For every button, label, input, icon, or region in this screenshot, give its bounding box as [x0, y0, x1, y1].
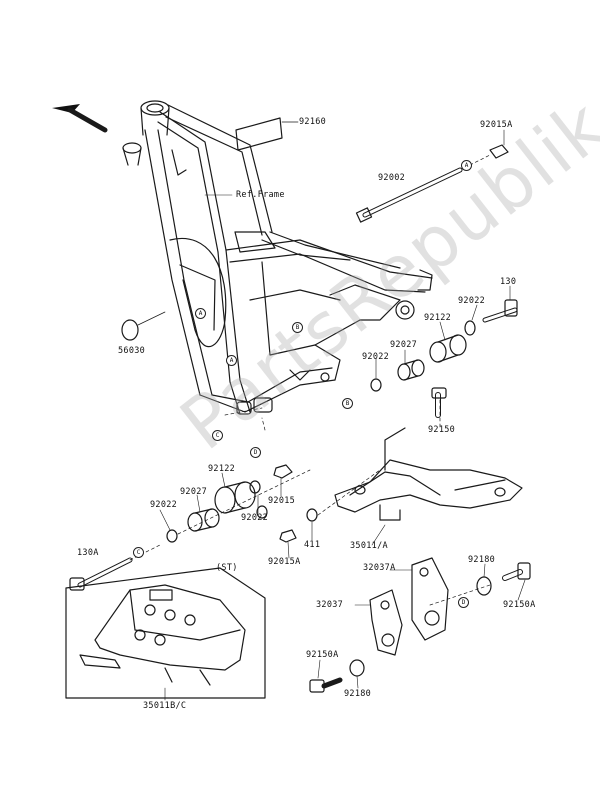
part-label-92022: 92022 — [458, 296, 486, 306]
part-label-92122: 92122 — [424, 313, 452, 323]
ref-marker-a: A — [195, 308, 206, 319]
ref-marker-d: D — [250, 447, 261, 458]
part-label-35011bc: 35011B/C — [143, 701, 187, 711]
bolt-92150-part — [431, 387, 447, 418]
ref-marker-c: C — [212, 430, 223, 441]
part-label-32037: 32037 — [316, 600, 344, 610]
washer-part — [464, 320, 476, 336]
washer-part — [349, 659, 365, 677]
part-label-92015a: 92015A — [268, 557, 301, 567]
washer-part — [166, 529, 178, 543]
washer-part — [249, 480, 261, 494]
washer-part — [476, 576, 492, 596]
part-label-92180: 92180 — [468, 555, 496, 565]
leader-lines — [177, 399, 491, 606]
part-label-92022: 92022 — [150, 500, 178, 510]
label-leaders — [159, 129, 526, 701]
bolt-92150a-part — [502, 562, 531, 581]
washer-part — [370, 378, 382, 392]
grommet-part — [121, 319, 139, 341]
part-label-35011a: 35011/A — [350, 541, 388, 551]
label-plate-part — [235, 117, 283, 151]
nut-part — [279, 529, 297, 543]
skid-plate-inset — [65, 567, 266, 699]
ref-marker-c: C — [133, 547, 144, 558]
part-label-92180: 92180 — [344, 689, 372, 699]
ref-marker-a: A — [461, 160, 472, 171]
bolt-130a-part — [69, 557, 133, 591]
part-label-92022: 92022 — [362, 352, 390, 362]
part-label-92027: 92027 — [180, 487, 208, 497]
ref-marker-b: B — [292, 322, 303, 333]
footrest-bracket-part — [334, 427, 523, 521]
part-label-92150a: 92150A — [306, 650, 339, 660]
part-label-92027: 92027 — [390, 340, 418, 350]
collar-part — [429, 334, 467, 363]
part-label-92122: 92122 — [208, 464, 236, 474]
long-bolt-part — [355, 144, 509, 223]
part-label-92022: 92022 — [241, 513, 269, 523]
part-label-411: 411 — [304, 540, 321, 550]
st-inset-label: (ST) — [216, 563, 238, 573]
part-label-130: 130 — [500, 277, 517, 287]
part-label-92150: 92150 — [428, 425, 456, 435]
part-label-32037a: 32037A — [363, 563, 396, 573]
part-label-92015: 92015 — [268, 496, 296, 506]
ref-marker-d: D — [458, 597, 469, 608]
washer-part — [306, 508, 318, 522]
spacer-part — [187, 508, 220, 532]
washer-part — [256, 505, 268, 519]
bolt-92150a-part — [309, 677, 343, 693]
collar-part — [214, 481, 256, 514]
part-label-56030: 56030 — [118, 346, 146, 356]
spacer-part — [397, 359, 425, 381]
front-direction-arrow-icon — [52, 104, 108, 133]
motorcycle-frame — [122, 100, 433, 415]
part-label-92160: 92160 — [299, 117, 327, 127]
part-label-130a: 130A — [77, 548, 99, 558]
ref-frame-label: Ref.Frame — [236, 190, 285, 200]
ref-marker-b: B — [342, 398, 353, 409]
part-label-92002: 92002 — [378, 173, 406, 183]
ref-marker-a: A — [226, 355, 237, 366]
footpeg-plate-part — [369, 557, 449, 656]
nut-part — [273, 464, 293, 479]
bolt-130-part — [482, 299, 518, 323]
part-label-92150a: 92150A — [503, 600, 536, 610]
part-label-92015a: 92015A — [480, 120, 513, 130]
